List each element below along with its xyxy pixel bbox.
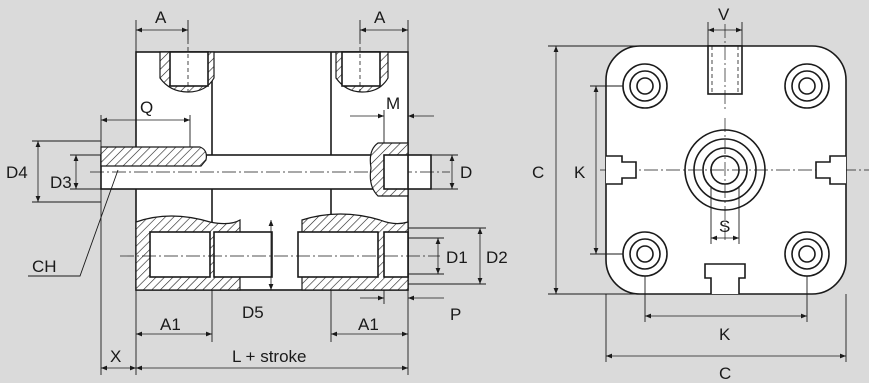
t-slot-bottom	[704, 263, 746, 294]
label-d: D	[460, 163, 472, 182]
label-a1-right: A1	[358, 315, 379, 334]
ch-leader	[28, 169, 119, 277]
label-v: V	[718, 5, 730, 24]
t-slot-right	[815, 155, 846, 185]
label-d3: D3	[50, 173, 72, 192]
label-m: M	[386, 94, 400, 113]
t-slot-left	[606, 155, 637, 185]
label-d5: D5	[242, 303, 264, 322]
label-a-right: A	[374, 8, 386, 27]
corner-hole-tr	[784, 63, 830, 109]
label-c-left: C	[532, 163, 544, 182]
label-ch: CH	[32, 257, 57, 276]
rod-end-section	[100, 146, 207, 167]
label-d2: D2	[486, 248, 508, 267]
label-d1: D1	[446, 248, 468, 267]
port-left-bore	[169, 51, 209, 87]
label-q: Q	[140, 98, 153, 117]
front-view: V C K S K C	[532, 5, 869, 383]
label-a1-left: A1	[160, 315, 181, 334]
side-view: A A Q M D4 D3 D CH D1 D2 D5 A1 A1 P X L …	[6, 8, 508, 375]
label-a-left: A	[155, 8, 167, 27]
label-c-bottom: C	[719, 364, 731, 383]
port-right-bore	[341, 51, 381, 87]
label-p: P	[450, 305, 461, 324]
label-l-stroke: L + stroke	[232, 347, 307, 366]
label-d4: D4	[6, 163, 28, 182]
label-s: S	[719, 217, 730, 236]
label-k-left: K	[574, 163, 586, 182]
label-x: X	[110, 347, 121, 366]
label-k-bottom: K	[719, 325, 731, 344]
